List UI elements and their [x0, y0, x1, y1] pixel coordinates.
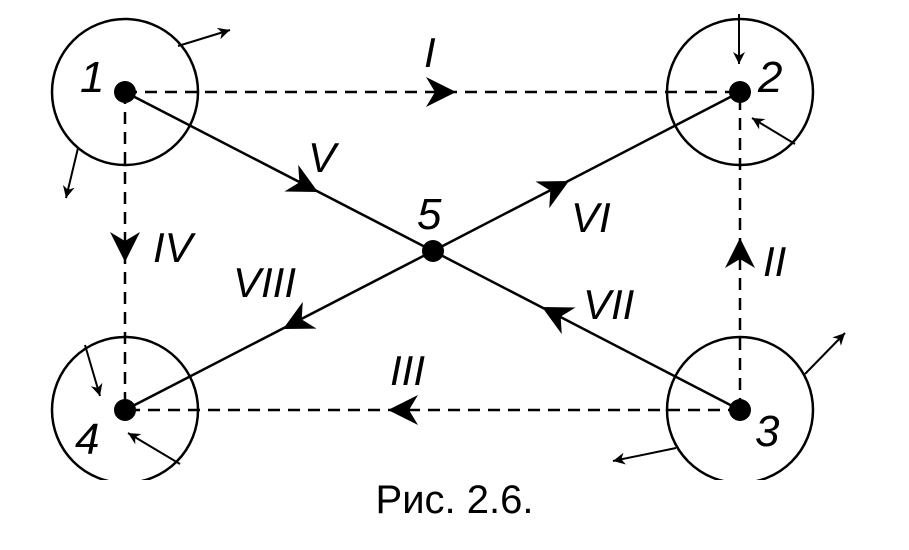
edge-IV-label: IV [153, 224, 197, 271]
node-4-in-arrow [127, 432, 181, 465]
node-4-in-arrow [84, 344, 103, 397]
edge-VI-label: VI [571, 194, 611, 241]
node-5-dot [422, 240, 444, 262]
node-3-circle [665, 335, 815, 480]
node-2-label: 2 [757, 53, 782, 102]
edge-VII-line [432, 249, 741, 412]
edge-VII-label: VII [583, 281, 635, 328]
edge-III-label: III [390, 347, 425, 394]
graph-diagram: 1 2 3 4 5 I II III IV V VI VII VIII [50, 14, 846, 480]
node-1-label: 1 [80, 53, 104, 102]
node-1-circle [50, 17, 200, 167]
node-1-out-arrow [177, 27, 231, 47]
node-1-dot [114, 81, 136, 103]
figure-caption: Рис. 2.6. [375, 478, 534, 522]
node-3-out-arrow [612, 447, 677, 465]
node-5-label: 5 [417, 190, 442, 239]
node-4-label: 4 [75, 415, 99, 464]
edge-VI-line [432, 90, 741, 253]
node-3-label: 3 [755, 407, 780, 456]
edge-II-label: II [763, 238, 787, 285]
edge-VIII-line [124, 249, 434, 412]
node-1-out-arrow [62, 147, 79, 199]
edge-VIII-label: VIII [233, 259, 296, 306]
edge-V-label: V [308, 134, 340, 181]
node-3-out-arrow [804, 332, 846, 375]
node-2-in-arrow [751, 117, 796, 145]
node-3-dot [729, 399, 751, 421]
edge-V-line [124, 90, 434, 253]
node-2-dot [729, 81, 751, 103]
node-4-dot [114, 399, 136, 421]
edge-I-label: I [424, 29, 436, 76]
